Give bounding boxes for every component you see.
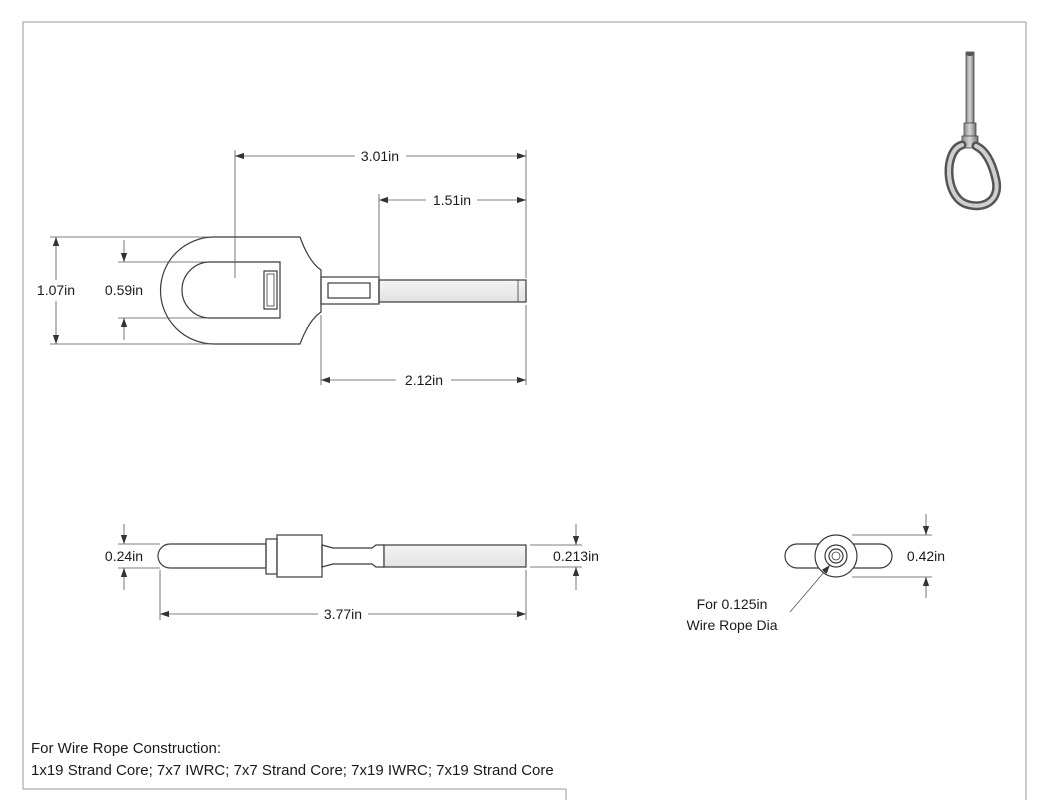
end-view-eye-bolt (784, 534, 893, 578)
label-halo (402, 371, 446, 389)
wire-rope-callout-line1: For 0.125in (697, 596, 768, 612)
dim-end-view-height: 0.42in (907, 548, 945, 564)
label-halo (430, 191, 474, 209)
dim-body-length: 2.12in (405, 372, 443, 388)
label-halo (684, 616, 780, 634)
label-halo (102, 547, 146, 565)
side-view-dimensions (118, 524, 582, 620)
dim-shank-length: 1.51in (433, 192, 471, 208)
label-halo (694, 595, 770, 613)
top-view-eye-bolt (159, 236, 527, 345)
wire-rope-construction-heading: For Wire Rope Construction: (31, 740, 222, 757)
label-halo (34, 281, 78, 299)
dim-overall-length-top: 3.01in (361, 148, 399, 164)
wire-rope-construction-list: 1x19 Strand Core; 7x7 IWRC; 7x7 Strand C… (31, 762, 554, 779)
dim-overall-length-side: 3.77in (324, 606, 362, 622)
isometric-view (944, 51, 1002, 211)
top-view-dimensions (50, 150, 527, 385)
label-halo (551, 547, 601, 565)
dim-eye-outer-height: 1.07in (37, 282, 75, 298)
label-halo (321, 605, 365, 623)
label-halo (358, 147, 402, 165)
dim-shank-diameter: 0.213in (553, 548, 599, 564)
wire-rope-callout-line2: Wire Rope Dia (686, 617, 777, 633)
label-halo (102, 281, 146, 299)
drawing-border (22, 21, 1027, 800)
side-view-eye-bolt (157, 534, 527, 578)
dim-eye-thickness: 0.24in (105, 548, 143, 564)
end-view-dimensions (789, 514, 932, 613)
dim-eye-inner-height: 0.59in (105, 282, 143, 298)
label-halo (904, 547, 948, 565)
